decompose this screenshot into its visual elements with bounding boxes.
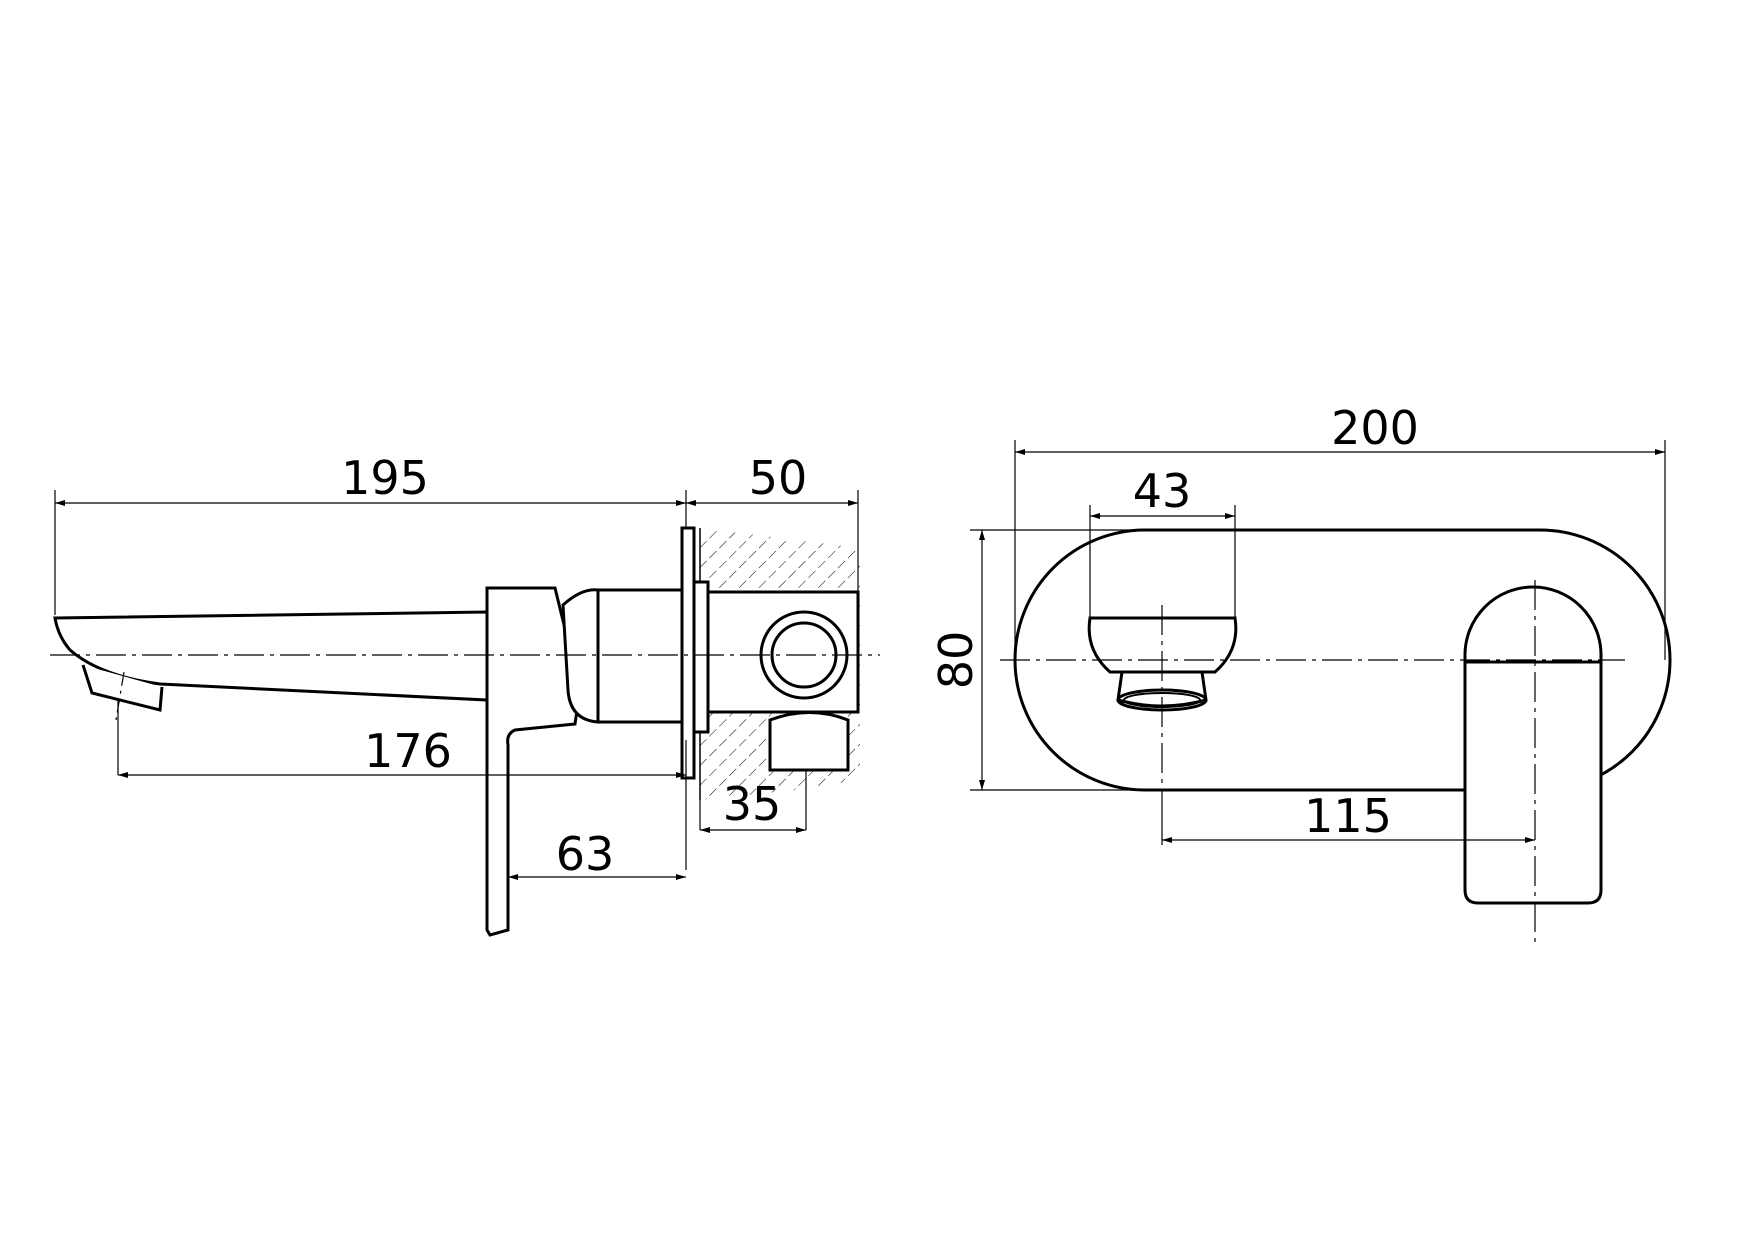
dim-63: 63 bbox=[556, 827, 615, 881]
dim-195: 195 bbox=[341, 451, 429, 505]
spout-outlet bbox=[81, 664, 164, 712]
dim-80: 80 bbox=[929, 631, 983, 690]
dim-35: 35 bbox=[723, 777, 782, 831]
dim-176: 176 bbox=[364, 724, 452, 778]
dim-50: 50 bbox=[749, 451, 808, 505]
escutcheon-ring bbox=[692, 580, 710, 734]
spout bbox=[53, 610, 489, 702]
escutcheon-plate bbox=[680, 526, 696, 780]
side-view-labels: 195 50 176 35 63 bbox=[341, 451, 807, 881]
dim-115: 115 bbox=[1304, 789, 1392, 843]
front-lever bbox=[1463, 585, 1603, 905]
inlet-pipe bbox=[768, 711, 850, 772]
dim-43: 43 bbox=[1133, 464, 1192, 518]
side-view bbox=[50, 490, 880, 937]
front-view bbox=[970, 440, 1672, 945]
body-cylinder bbox=[596, 588, 686, 724]
outlet-centerline bbox=[115, 671, 125, 721]
front-view-labels: 200 43 80 115 bbox=[929, 401, 1419, 843]
dim-200: 200 bbox=[1331, 401, 1419, 455]
